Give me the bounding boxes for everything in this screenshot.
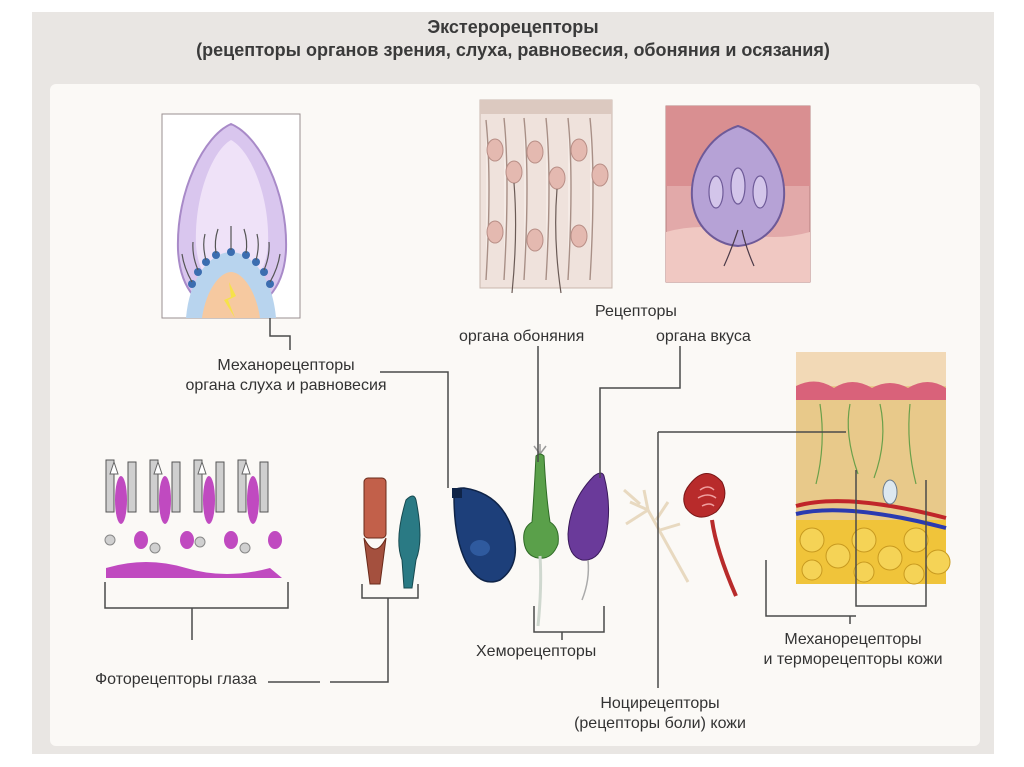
title-line-1: Экстерорецепторы [427,17,599,37]
label-nociceptors: Ноцирецепторы (рецепторы боли) кожи [540,694,780,734]
label-mechanoreceptors-hearing-line-1: Механорецепторы [217,357,355,374]
olfactory-epithelium-illustration [479,99,613,294]
label-chemoreceptors: Хеморецепторы [476,643,597,660]
olfactory-cell-illustration [523,444,559,627]
label-skin-mechano-line-2: и терморецепторы кожи [763,651,943,668]
diagram-title: Экстерорецепторы (рецепторы органов зрен… [32,16,994,62]
skin-mechanoreceptor-cell-illustration [683,473,738,597]
label-skin-mechano-line-1: Механорецепторы [784,631,922,648]
label-photoreceptors: Фоторецепторы глаза [95,671,257,688]
rod-cone-cells-illustration [363,477,421,589]
photoreceptors-illustration [104,459,282,578]
ear-mechanoreceptor-illustration [161,113,301,319]
label-taste-organ: органа вкуса [656,328,751,345]
taste-cell-illustration [567,472,610,601]
label-mechanoreceptors-hearing-line-2: органа слуха и равновесия [185,377,387,394]
label-nociceptors-line-2: (рецепторы боли) кожи [574,715,746,732]
connector-lines [104,318,927,688]
label-skin-mechano-thermoreceptors: Механорецепторы и терморецепторы кожи [718,630,988,670]
label-nociceptors-line-1: Ноцирецепторы [600,695,720,712]
label-olfactory-organ: органа обоняния [459,328,585,345]
label-mechanoreceptors-hearing: Механорецепторы органа слуха и равновеси… [156,356,416,396]
nociceptor-illustration [623,488,690,583]
hair-cell-illustration [452,487,517,583]
taste-bud-illustration [665,105,811,283]
label-receptors: Рецепторы [595,303,677,320]
title-line-2: (рецепторы органов зрения, слуха, равнов… [196,40,830,60]
skin-section-illustration [795,352,951,585]
